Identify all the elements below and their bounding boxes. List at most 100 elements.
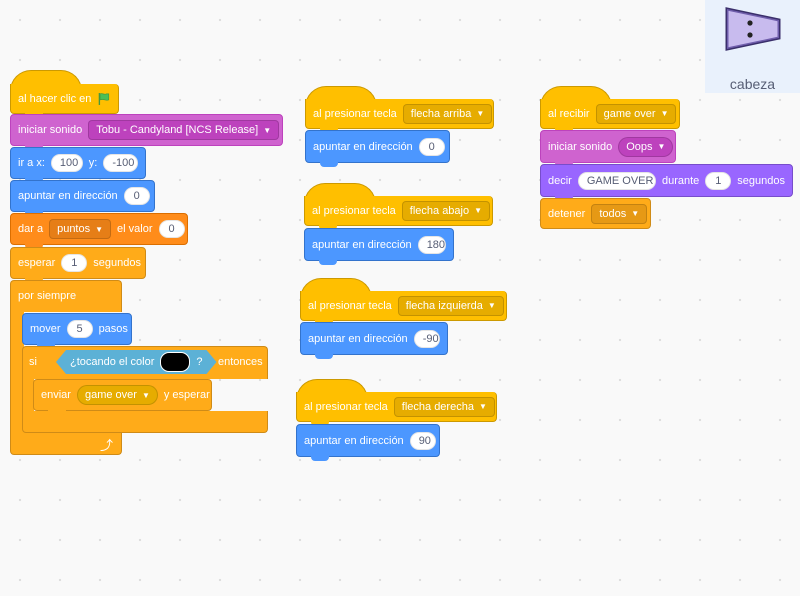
say-for-secs-block[interactable]: decir GAME OVER durante 1 segundos bbox=[540, 164, 793, 201]
block-label: detener bbox=[548, 207, 586, 220]
green-flag-icon bbox=[99, 92, 110, 105]
forever-arm bbox=[10, 311, 24, 433]
if-arm bbox=[22, 378, 34, 412]
block-label: ¿tocando el color bbox=[70, 356, 155, 368]
sound-dropdown[interactable]: Oops ▼ bbox=[618, 136, 674, 157]
wait-block[interactable]: esperar 1 segundos bbox=[10, 247, 146, 283]
stop-dropdown[interactable]: todos ▼ bbox=[591, 203, 648, 224]
sound-dropdown[interactable]: Tobu - Candyland [NCS Release] ▼ bbox=[88, 120, 280, 140]
chevron-down-icon: ▼ bbox=[660, 109, 669, 118]
block-label: por siempre bbox=[18, 290, 77, 302]
if-footer bbox=[22, 411, 268, 433]
block-label: apuntar en dirección bbox=[312, 238, 412, 251]
direction-input[interactable]: -90 bbox=[413, 329, 440, 348]
message-input[interactable]: GAME OVER bbox=[577, 171, 656, 190]
chevron-down-icon: ▼ bbox=[478, 402, 487, 411]
block-label: enviar bbox=[41, 389, 71, 401]
point-direction-block[interactable]: apuntar en dirección 180 bbox=[304, 228, 454, 265]
sprite-thumbnail[interactable]: cabeza bbox=[705, 0, 800, 93]
if-then-block[interactable]: si ¿tocando el color ? entonces bbox=[22, 346, 268, 379]
key-dropdown[interactable]: flecha arriba ▼ bbox=[402, 103, 493, 124]
wait-input[interactable]: 1 bbox=[61, 254, 88, 272]
block-label: iniciar sonido bbox=[18, 124, 83, 136]
direction-input[interactable]: 0 bbox=[418, 137, 445, 156]
play-sound-block[interactable]: iniciar sonido Tobu - Candyland [NCS Rel… bbox=[10, 114, 283, 150]
chevron-down-icon: ▼ bbox=[476, 109, 485, 118]
block-label: apuntar en dirección bbox=[313, 140, 413, 153]
block-label: al presionar tecla bbox=[308, 299, 392, 312]
set-variable-block[interactable]: dar a puntos ▼ el valor 0 bbox=[10, 213, 188, 249]
point-direction-block[interactable]: apuntar en dirección 0 bbox=[10, 180, 155, 216]
block-label: pasos bbox=[98, 323, 128, 335]
secs-input[interactable]: 1 bbox=[705, 171, 732, 190]
when-key-pressed-block[interactable]: al presionar tecla flecha abajo ▼ bbox=[304, 196, 493, 230]
block-label: y esperar bbox=[163, 389, 210, 401]
when-flag-clicked-block[interactable]: al hacer clic en bbox=[10, 84, 119, 118]
touching-color-block[interactable]: ¿tocando el color ? bbox=[56, 350, 217, 374]
direction-input[interactable]: 0 bbox=[123, 187, 150, 205]
loop-arrow-icon: ⤴ bbox=[99, 438, 113, 453]
block-label: al presionar tecla bbox=[304, 400, 388, 413]
block-label: decir bbox=[548, 174, 572, 187]
broadcast-and-wait-block[interactable]: enviar game over ▼ y esperar bbox=[33, 379, 212, 415]
sound-value: Oops bbox=[626, 140, 653, 153]
when-receive-block[interactable]: al recibir game over ▼ bbox=[540, 99, 680, 133]
play-sound-block[interactable]: iniciar sonido Oops ▼ bbox=[540, 130, 676, 167]
block-label: y: bbox=[88, 157, 98, 169]
direction-input[interactable]: 90 bbox=[409, 431, 436, 450]
when-key-pressed-block[interactable]: al presionar tecla flecha derecha ▼ bbox=[296, 392, 497, 426]
chevron-down-icon: ▼ bbox=[141, 390, 150, 400]
y-input[interactable]: -100 bbox=[103, 154, 138, 172]
block-label: iniciar sonido bbox=[548, 140, 613, 153]
block-label: entonces bbox=[218, 356, 263, 368]
chevron-down-icon: ▼ bbox=[474, 206, 483, 215]
variable-dropdown[interactable]: puntos ▼ bbox=[49, 219, 112, 239]
key-value: flecha derecha bbox=[401, 400, 474, 413]
sound-value: Tobu - Candyland [NCS Release] bbox=[96, 124, 259, 136]
block-label: esperar bbox=[18, 257, 56, 269]
x-input[interactable]: 100 bbox=[50, 154, 83, 172]
chevron-down-icon: ▼ bbox=[263, 125, 272, 135]
forever-block[interactable]: por siempre bbox=[10, 280, 122, 312]
when-key-pressed-block[interactable]: al presionar tecla flecha izquierda ▼ bbox=[300, 291, 507, 325]
move-steps-block[interactable]: mover 5 pasos bbox=[22, 313, 132, 349]
sprite-name: cabeza bbox=[729, 76, 776, 92]
block-label: al hacer clic en bbox=[18, 92, 92, 105]
block-label: ir a x: bbox=[18, 157, 45, 169]
color-swatch[interactable] bbox=[160, 352, 190, 372]
block-label: si bbox=[29, 356, 37, 368]
chevron-down-icon: ▼ bbox=[95, 224, 104, 234]
chevron-down-icon: ▼ bbox=[487, 301, 496, 310]
block-label: al presionar tecla bbox=[312, 204, 396, 217]
value-input[interactable]: 0 bbox=[158, 220, 185, 238]
direction-input[interactable]: 180 bbox=[417, 235, 446, 254]
message-dropdown[interactable]: game over ▼ bbox=[595, 103, 677, 124]
block-label: apuntar en dirección bbox=[18, 190, 118, 202]
key-value: flecha izquierda bbox=[405, 299, 483, 312]
block-label: apuntar en dirección bbox=[304, 434, 404, 447]
steps-input[interactable]: 5 bbox=[66, 320, 93, 338]
when-key-pressed-block[interactable]: al presionar tecla flecha arriba ▼ bbox=[305, 99, 494, 133]
variable-value: puntos bbox=[57, 223, 91, 235]
point-direction-block[interactable]: apuntar en dirección 0 bbox=[305, 130, 450, 167]
point-direction-block[interactable]: apuntar en dirección -90 bbox=[300, 322, 448, 359]
message-value: game over bbox=[603, 107, 656, 120]
stop-block[interactable]: detener todos ▼ bbox=[540, 198, 651, 229]
block-label: apuntar en dirección bbox=[308, 332, 408, 345]
point-direction-block[interactable]: apuntar en dirección 90 bbox=[296, 424, 440, 461]
go-to-xy-block[interactable]: ir a x: 100 y: -100 bbox=[10, 147, 146, 183]
key-dropdown[interactable]: flecha abajo ▼ bbox=[401, 200, 491, 221]
key-dropdown[interactable]: flecha izquierda ▼ bbox=[397, 295, 504, 316]
block-label: el valor bbox=[117, 223, 153, 235]
key-value: flecha abajo bbox=[409, 204, 470, 217]
chevron-down-icon: ▼ bbox=[631, 209, 640, 218]
message-dropdown[interactable]: game over ▼ bbox=[76, 385, 158, 405]
key-dropdown[interactable]: flecha derecha ▼ bbox=[393, 396, 495, 417]
block-label: al presionar tecla bbox=[313, 107, 397, 120]
block-label: segundos bbox=[93, 257, 142, 269]
block-label: segundos bbox=[737, 174, 785, 187]
sprite-arrow-costume-icon bbox=[725, 7, 781, 51]
stop-value: todos bbox=[599, 207, 627, 220]
block-label: ? bbox=[196, 356, 203, 368]
chevron-down-icon: ▼ bbox=[657, 142, 666, 151]
